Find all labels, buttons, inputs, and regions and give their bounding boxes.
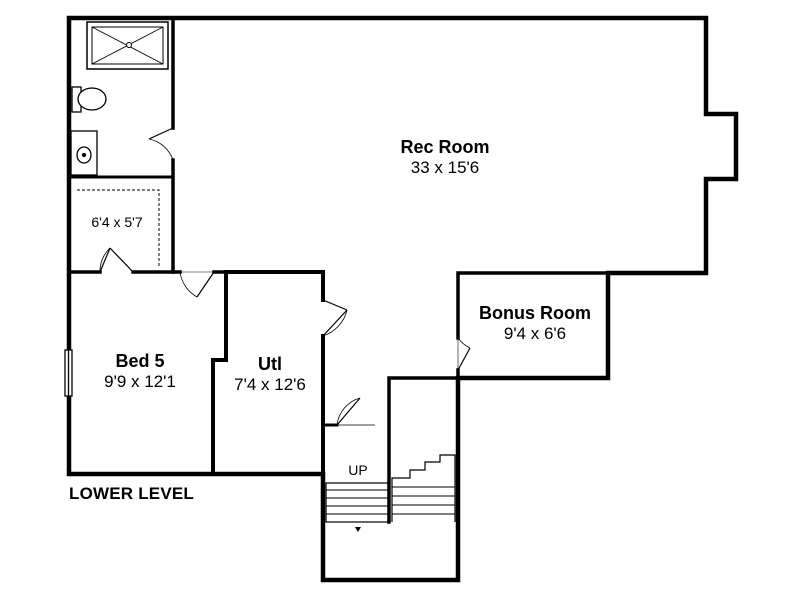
shower [86,21,169,70]
room-name: Bed 5 [115,351,165,371]
room-closet: 6'4 x 5'7 [76,214,158,230]
room-bed-5: Bed 5 9'9 x 12'1 [80,351,200,391]
room-name: Bonus Room [479,303,591,323]
door-closet [99,247,134,273]
room-dims: 7'4 x 12'6 [234,374,306,394]
toilet [71,86,107,113]
room-dims: 9'9 x 12'1 [104,371,176,391]
room-name: Utl [258,354,282,374]
sink [70,130,98,176]
window [64,349,73,397]
bed-utl-wall [211,270,228,476]
room-dims: 9'4 x 6'6 [503,323,567,343]
door-utl [322,299,348,337]
stair-label: UP [348,462,368,478]
room-bonus-room: Bonus Room 9'4 x 6'6 [462,303,608,343]
arrow-down-icon [355,527,361,532]
level-label: LOWER LEVEL [69,484,194,503]
door-bonus [457,337,471,371]
door-bed [179,271,215,298]
utl-top-wall [224,270,325,302]
room-utl: Utl 7'4 x 12'6 [220,354,320,394]
door-bath [148,127,174,161]
exterior-wall [66,15,739,583]
room-name: Rec Room [400,137,490,157]
stairs [325,454,456,523]
door-stair [336,397,375,426]
room-dims: 33 x 15'6 [410,157,480,177]
room-dims: 6'4 x 5'7 [91,214,143,230]
room-rec-room: Rec Room 33 x 15'6 [365,137,525,177]
closet-shelf [77,189,160,268]
stair-wall [387,376,460,524]
